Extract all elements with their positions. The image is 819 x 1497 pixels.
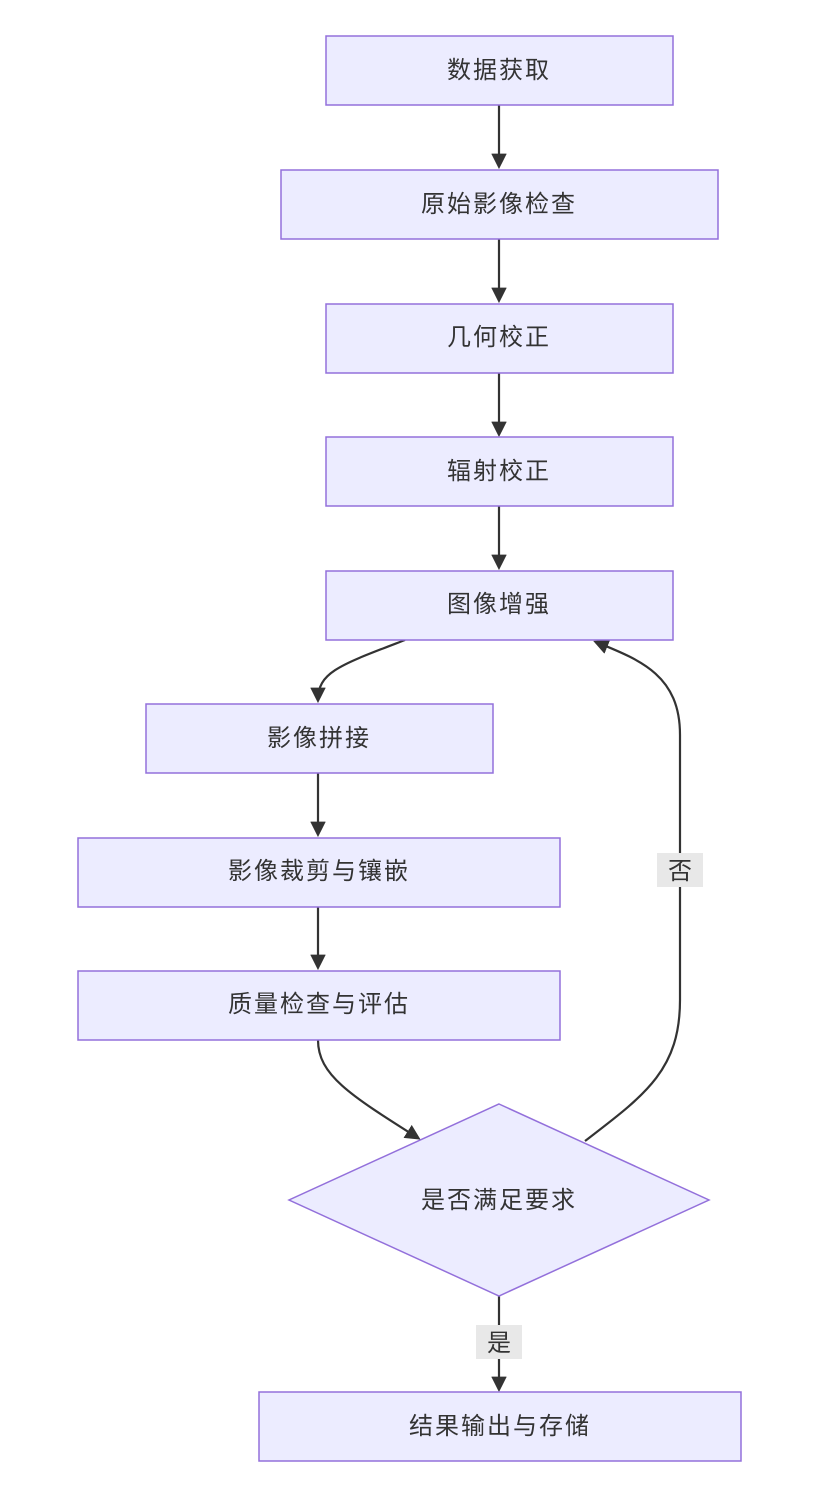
node-enhance[interactable]: 图像增强 [325, 570, 674, 641]
node-quality[interactable]: 质量检查与评估 [77, 970, 561, 1041]
node-decision-label: 是否满足要求 [421, 1186, 577, 1214]
node-quality-label: 质量检查与评估 [228, 990, 410, 1018]
edge-label-no: 否 [657, 853, 703, 887]
node-acquire-label: 数据获取 [447, 56, 551, 84]
node-clip-label: 影像裁剪与镶嵌 [228, 857, 410, 885]
node-enhance-label: 图像增强 [447, 590, 551, 618]
node-inspect-label: 原始影像检查 [421, 190, 577, 218]
node-mosaic[interactable]: 影像拼接 [145, 703, 494, 774]
edge-label-yes-text: 是 [487, 1329, 511, 1357]
node-clip[interactable]: 影像裁剪与镶嵌 [77, 837, 561, 908]
node-radiometric[interactable]: 辐射校正 [325, 436, 674, 507]
node-geometric[interactable]: 几何校正 [325, 303, 674, 374]
node-mosaic-label: 影像拼接 [267, 724, 371, 752]
edge-enhance-mosaic [310, 638, 406, 704]
node-output[interactable]: 结果输出与存储 [258, 1391, 742, 1462]
node-geometric-label: 几何校正 [447, 323, 551, 351]
edge-decision-enhance-no [584, 639, 682, 1142]
edge-label-no-text: 否 [668, 857, 692, 885]
node-inspect[interactable]: 原始影像检查 [280, 169, 719, 240]
node-radiometric-label: 辐射校正 [447, 457, 551, 485]
node-acquire[interactable]: 数据获取 [325, 35, 674, 106]
edge-quality-decision [316, 1039, 421, 1140]
node-decision[interactable]: 是否满足要求 [287, 1103, 711, 1297]
edge-label-yes: 是 [476, 1325, 522, 1359]
node-output-label: 结果输出与存储 [409, 1412, 591, 1440]
